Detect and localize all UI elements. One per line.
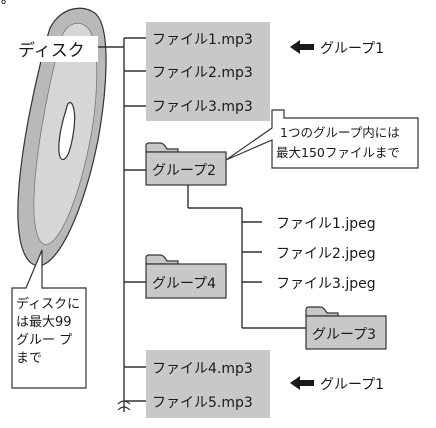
- disc-label: ディスク: [18, 40, 85, 61]
- folder-group2: グループ2: [145, 142, 227, 186]
- folder-label: グループ4: [152, 276, 216, 292]
- jpeg-file-label: ファイル3.jpeg: [276, 276, 376, 292]
- group1-tag-top: グループ1: [320, 41, 384, 57]
- disc-note-line-4: まで: [16, 351, 42, 366]
- folder-label: グループ3: [312, 327, 376, 343]
- bullet-mark: °: [0, 0, 7, 14]
- folder-label: グループ2: [152, 163, 216, 179]
- disc-note-line-1: ディスクに: [16, 296, 80, 312]
- disc-note: ディスクに は最大99 グルー プ まで: [16, 296, 84, 366]
- group-note: 1つのグループ内には 最大150ファイルまで: [276, 125, 404, 160]
- disc-label-bg: [14, 36, 98, 62]
- file-label: ファイル2.mp3: [152, 65, 253, 81]
- file-label: ファイル5.mp3: [152, 395, 253, 411]
- file-item: ファイル3.mp3: [146, 88, 270, 121]
- file-item: ファイル4.mp3: [146, 350, 270, 384]
- folder-group4: グループ4: [145, 254, 227, 299]
- file-item: ファイル1.mp3: [146, 22, 270, 55]
- folder-group3: グループ3: [305, 306, 387, 350]
- group-note-box: [225, 109, 419, 169]
- left-arrow-icon: [290, 40, 314, 54]
- left-arrow-icon: [290, 376, 314, 390]
- jpeg-file-label: ファイル1.jpeg: [276, 216, 376, 232]
- file-item: ファイル2.mp3: [146, 55, 270, 88]
- disc-note-line-3: グルー プ: [16, 333, 72, 348]
- disc-note-box: [11, 249, 87, 389]
- jpeg-file-label: ファイル2.jpeg: [276, 246, 376, 262]
- disc-icon: [17, 7, 107, 267]
- file-label: ファイル3.mp3: [152, 99, 253, 115]
- group-note-line-2: 最大150ファイルまで: [276, 145, 400, 160]
- group-note-line-1: 1つのグループ内には: [280, 125, 400, 140]
- file-item: ファイル5.mp3: [146, 384, 270, 418]
- disc-note-line-2: は最大99: [16, 315, 72, 330]
- file-label: ファイル4.mp3: [152, 361, 253, 377]
- file-label: ファイル1.mp3: [152, 32, 253, 48]
- group1-tag-bottom: グループ1: [320, 377, 384, 393]
